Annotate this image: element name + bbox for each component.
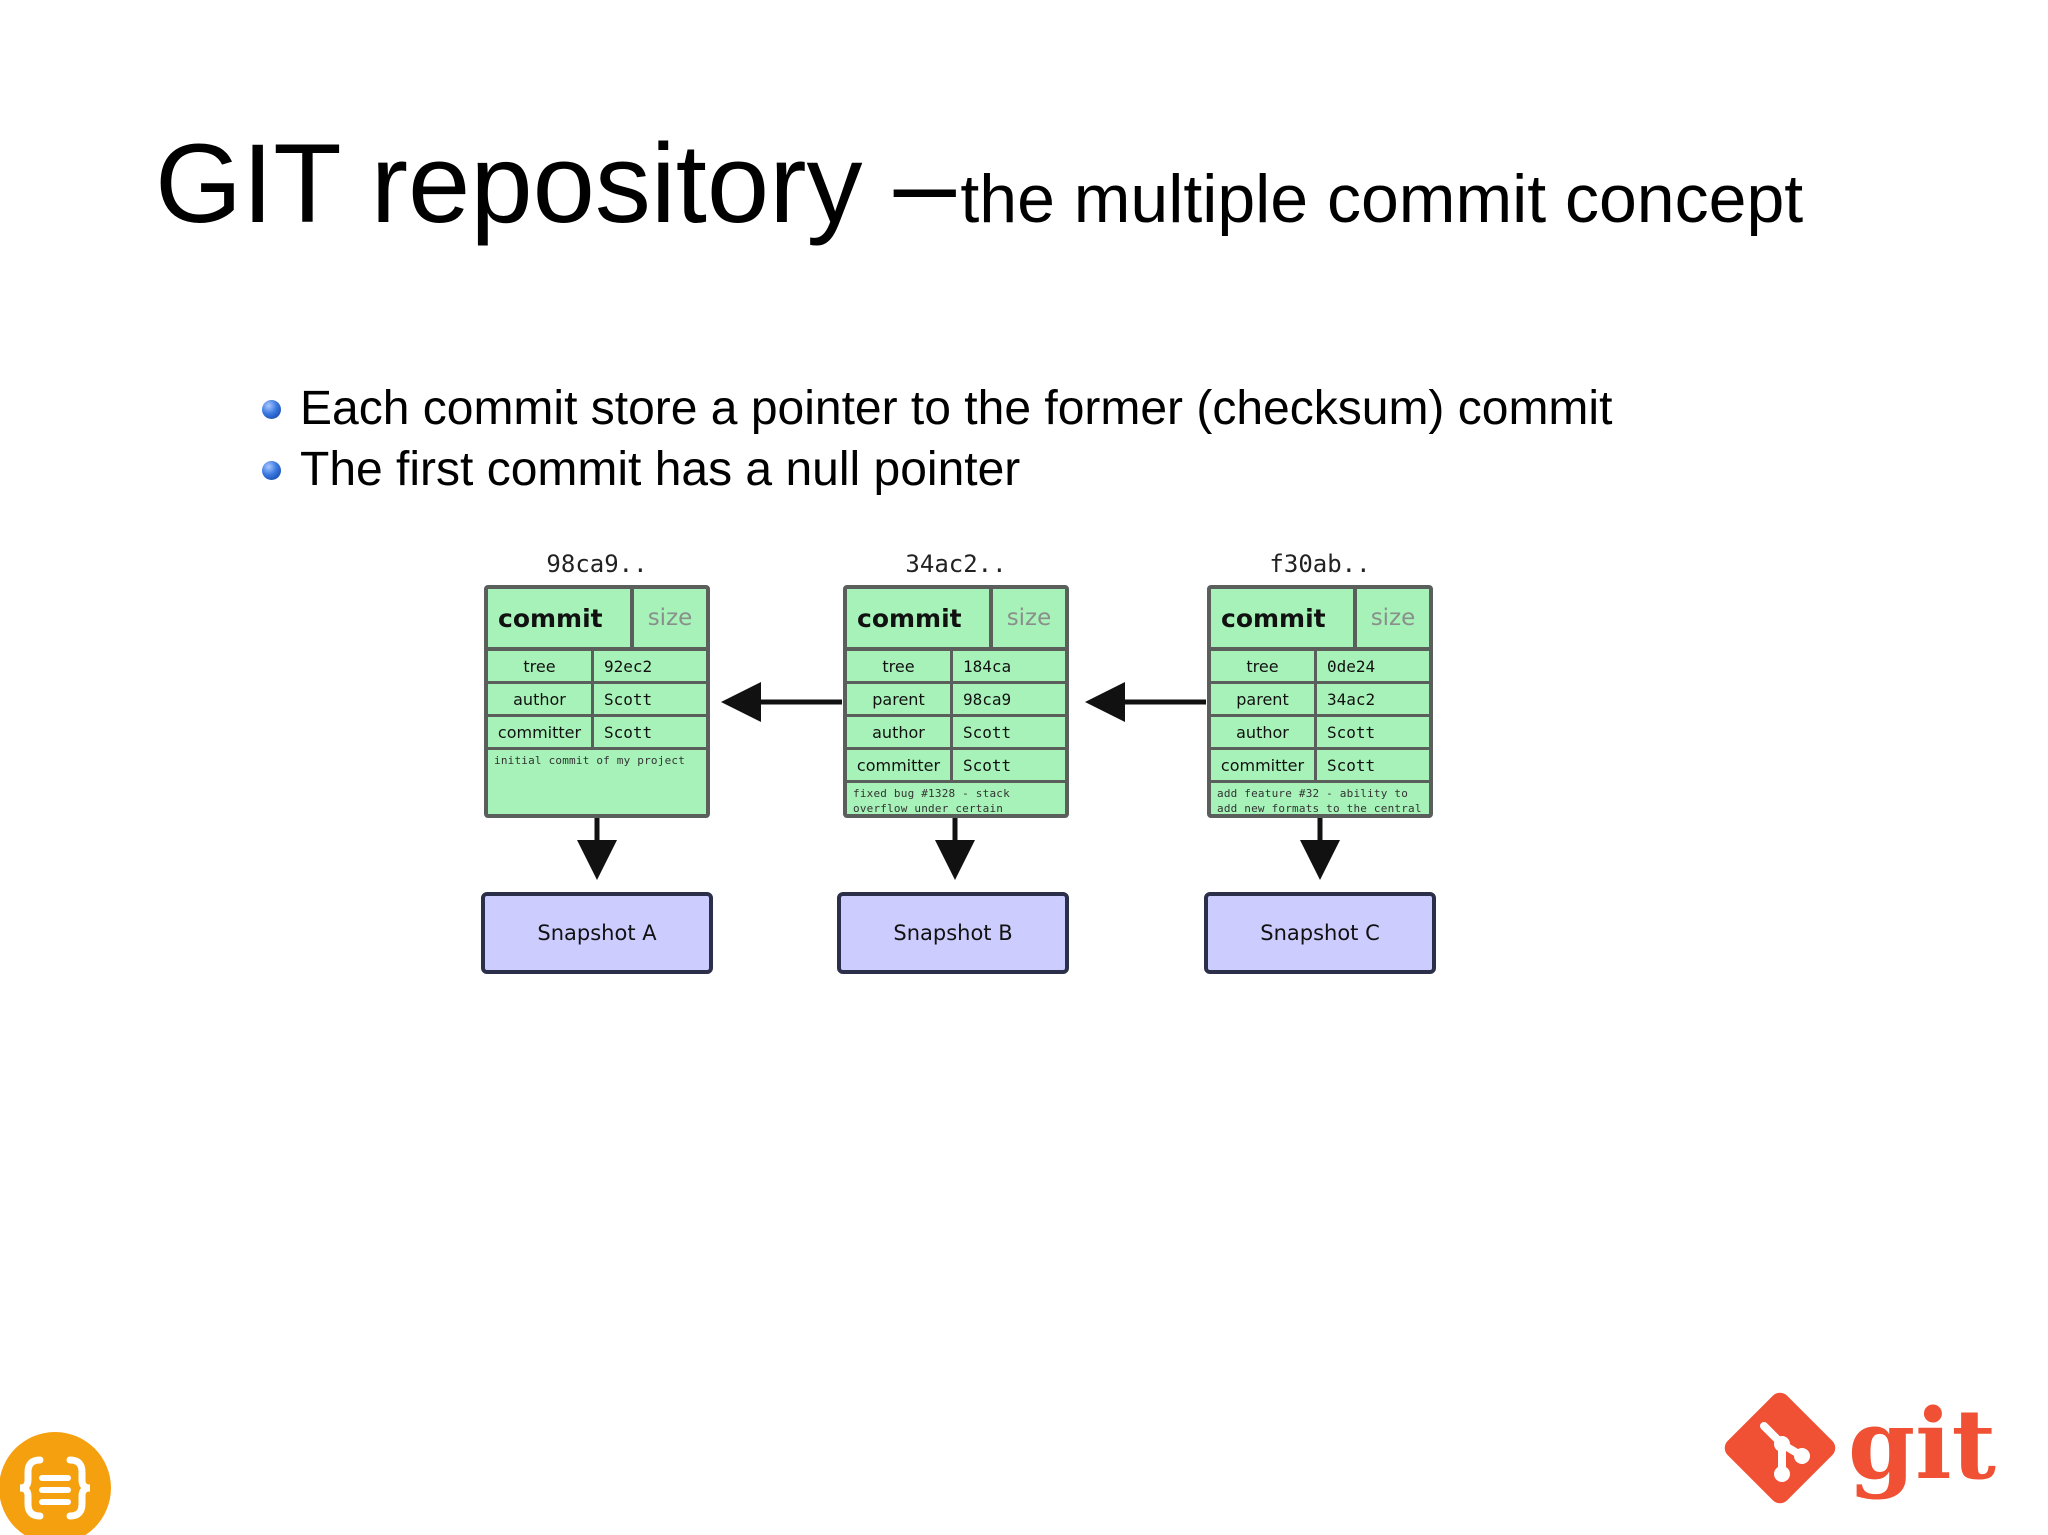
title-main: GIT repository – bbox=[155, 121, 956, 246]
curly-braces-icon bbox=[0, 1432, 112, 1535]
bullet-icon bbox=[262, 400, 281, 419]
bullet-icon bbox=[262, 461, 281, 480]
size-label: size bbox=[1006, 605, 1052, 631]
title-subtitle: the multiple commit concept bbox=[960, 161, 1804, 237]
commit-message: add feature #32 - ability to add new for… bbox=[1217, 787, 1422, 815]
git-logo: git bbox=[1720, 1386, 2038, 1506]
commit-hash: 98ca9.. bbox=[546, 550, 648, 578]
commit-message: fixed bug #1328 - stack overflow under c… bbox=[853, 787, 1010, 815]
commit-hash: f30ab.. bbox=[1269, 550, 1371, 578]
snapshot-box: Snapshot B bbox=[837, 892, 1069, 974]
commit-label: commit bbox=[847, 589, 993, 647]
snapshot-box: Snapshot A bbox=[481, 892, 713, 974]
git-logo-text: git bbox=[1848, 1388, 1996, 1501]
commit-label: commit bbox=[488, 589, 634, 647]
bullet-list: Each commit store a pointer to the forme… bbox=[260, 378, 1612, 500]
size-label: size bbox=[647, 605, 693, 631]
commit-label: commit bbox=[1211, 589, 1357, 647]
snapshot-box: Snapshot C bbox=[1204, 892, 1436, 974]
size-label: size bbox=[1370, 605, 1416, 631]
commit-message: initial commit of my project bbox=[494, 754, 686, 767]
slide-title: GIT repository – the multiple commit con… bbox=[155, 128, 2005, 240]
bullet-item: The first commit has a null pointer bbox=[260, 439, 1612, 500]
commit-hash: 34ac2.. bbox=[905, 550, 1007, 578]
bullet-item: Each commit store a pointer to the forme… bbox=[260, 378, 1612, 439]
